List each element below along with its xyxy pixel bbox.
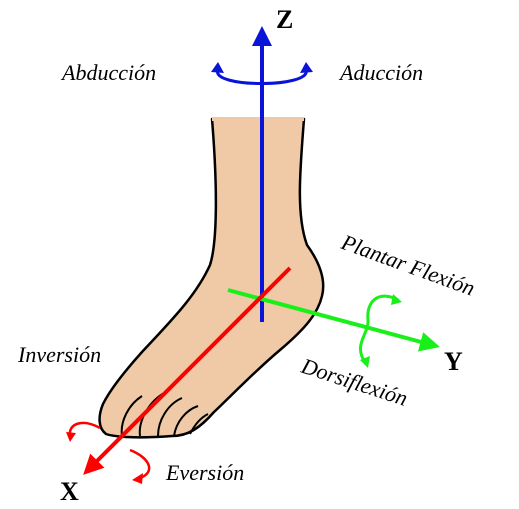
abduction-label: Abducción xyxy=(60,60,156,85)
foot-illustration xyxy=(100,119,324,437)
z-axis-label: Z xyxy=(276,5,293,34)
adduction-label: Aducción xyxy=(338,60,423,85)
dorsiflexion-label: Dorsiflexión xyxy=(298,353,411,411)
plantar-flexion-label: Plantar Flexión xyxy=(337,229,478,301)
y-axis-label: Y xyxy=(444,347,463,376)
x-axis-label: X xyxy=(60,477,79,504)
foot-outline xyxy=(100,119,324,437)
inversion-label: Inversión xyxy=(17,342,101,367)
x-rotation-arrow-right xyxy=(130,450,149,478)
eversion-label: Eversión xyxy=(165,460,244,485)
